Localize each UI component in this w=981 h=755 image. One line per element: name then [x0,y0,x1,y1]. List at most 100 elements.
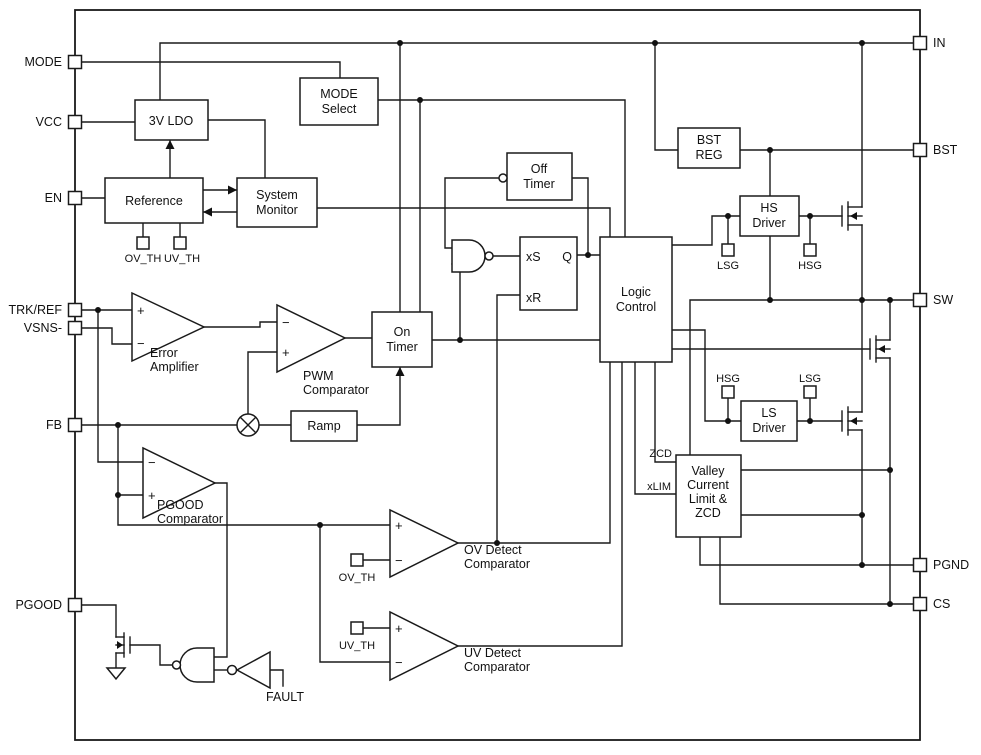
lsg-terminal [803,385,817,399]
minus-input: − [395,553,403,568]
pgood-pullup-fet [115,632,131,658]
pins-left: MODE VCC EN TRK/REF VSNS- FB PGOOD [9,54,83,613]
hs-power-fet [841,201,863,231]
amp-triangle [389,508,460,579]
block-label: Driver [752,421,785,435]
pin-square [67,190,83,206]
amp-label: OV Detect [464,543,522,557]
block-label: 3V LDO [149,114,194,128]
pin-label: IN [933,36,946,50]
pin-square [912,557,928,573]
pin-label: SW [933,293,953,307]
pin-label: PGOOD [15,598,62,612]
ov-detect-comparator: + − OV Detect Comparator [389,508,530,579]
pin-label: CS [933,597,950,611]
hsg-terminal [803,243,817,257]
wire [451,263,461,341]
block-label: On [394,325,411,339]
wire [81,604,117,638]
block-label: Limit & [689,492,728,506]
minus-input: − [148,455,156,470]
pin-square [912,142,928,158]
block-label: BST [697,133,722,147]
wire [203,321,278,328]
latch-reset-label: xR [526,291,541,305]
ovth-terminal [350,553,364,567]
fet-arrow [850,212,857,220]
amp-label: Comparator [157,512,223,526]
block-valley-zcd: Valley Current Limit & ZCD [675,454,742,538]
fet-arrow [878,345,885,353]
ground-triangle [105,667,127,681]
pin-square [67,417,83,433]
block-label: LS [761,406,776,420]
pin-square [67,114,83,130]
wire [269,669,284,687]
ic-boundary [74,9,921,741]
ground-symbol [105,667,127,681]
pin-fb: FB [46,417,83,433]
pin-square [67,54,83,70]
block-hs-driver: HS Driver [739,195,800,237]
fault-label: FAULT [266,690,304,704]
block-box [236,177,318,228]
block-label: HS [760,201,777,215]
block-label: Current [687,478,729,492]
amp-triangle [142,446,217,520]
wire [496,294,521,544]
wire [654,361,677,463]
hsg-label: HSG [798,260,822,272]
lsg-terminal [721,243,735,257]
internal-terminals: OV_TH UV_TH LSG HSG HSG LSG OV_TH UV_TH … [125,236,822,704]
block-box [290,410,358,442]
pin-square [67,320,83,336]
pin-pgnd: PGND [912,557,969,573]
wire [634,361,677,495]
nand-bubble [171,660,182,670]
nand-gate-pgood [171,647,215,683]
amp-label: Amplifier [150,360,199,374]
pin-square [912,35,928,51]
wire [81,61,341,79]
amp-label: Comparator [464,557,530,571]
pin-in: IN [912,35,946,51]
amp-label: Comparator [464,660,530,674]
wire [129,644,173,666]
ls-power-fet [841,406,863,436]
error-amplifier: + − Error Amplifier [131,291,206,374]
pin-label: EN [45,191,62,205]
nand-gate-pwm [451,239,494,273]
ovth-terminal [136,236,150,250]
pwm-comparator: − + PWM Comparator [276,303,369,397]
block-box [299,77,379,126]
multiplier-x [239,416,257,434]
xlim-label: xLIM [647,481,671,493]
amp-label: Error [150,346,178,360]
pin-label: BST [933,143,958,157]
uv-detect-comparator: + − UV Detect Comparator [389,610,530,682]
pin-mode: MODE [25,54,83,70]
block-off-timer: Off Timer [498,152,573,201]
amp-label: PGOOD [157,498,204,512]
block-on-timer: On Timer [371,311,433,368]
junction-dots [95,40,893,607]
wire [671,329,742,422]
amp-label: UV Detect [464,646,521,660]
wire [377,99,626,238]
pin-label: PGND [933,558,969,572]
hsg-terminal [721,385,735,399]
pgood-comparator: − + PGOOD Comparator [142,446,223,526]
block-box [675,454,742,538]
amp-triangle [389,610,460,682]
hsg-label: HSG [716,373,740,385]
wire [316,207,611,238]
fet-arrow [117,641,123,649]
uvth-terminal [173,236,187,250]
lsg-label: LSG [799,373,821,385]
pins-right: IN BST SW PGND CS [912,35,969,612]
sense-fet [869,335,891,363]
pin-pgood: PGOOD [15,597,83,613]
ovth-label: OV_TH [339,572,376,584]
